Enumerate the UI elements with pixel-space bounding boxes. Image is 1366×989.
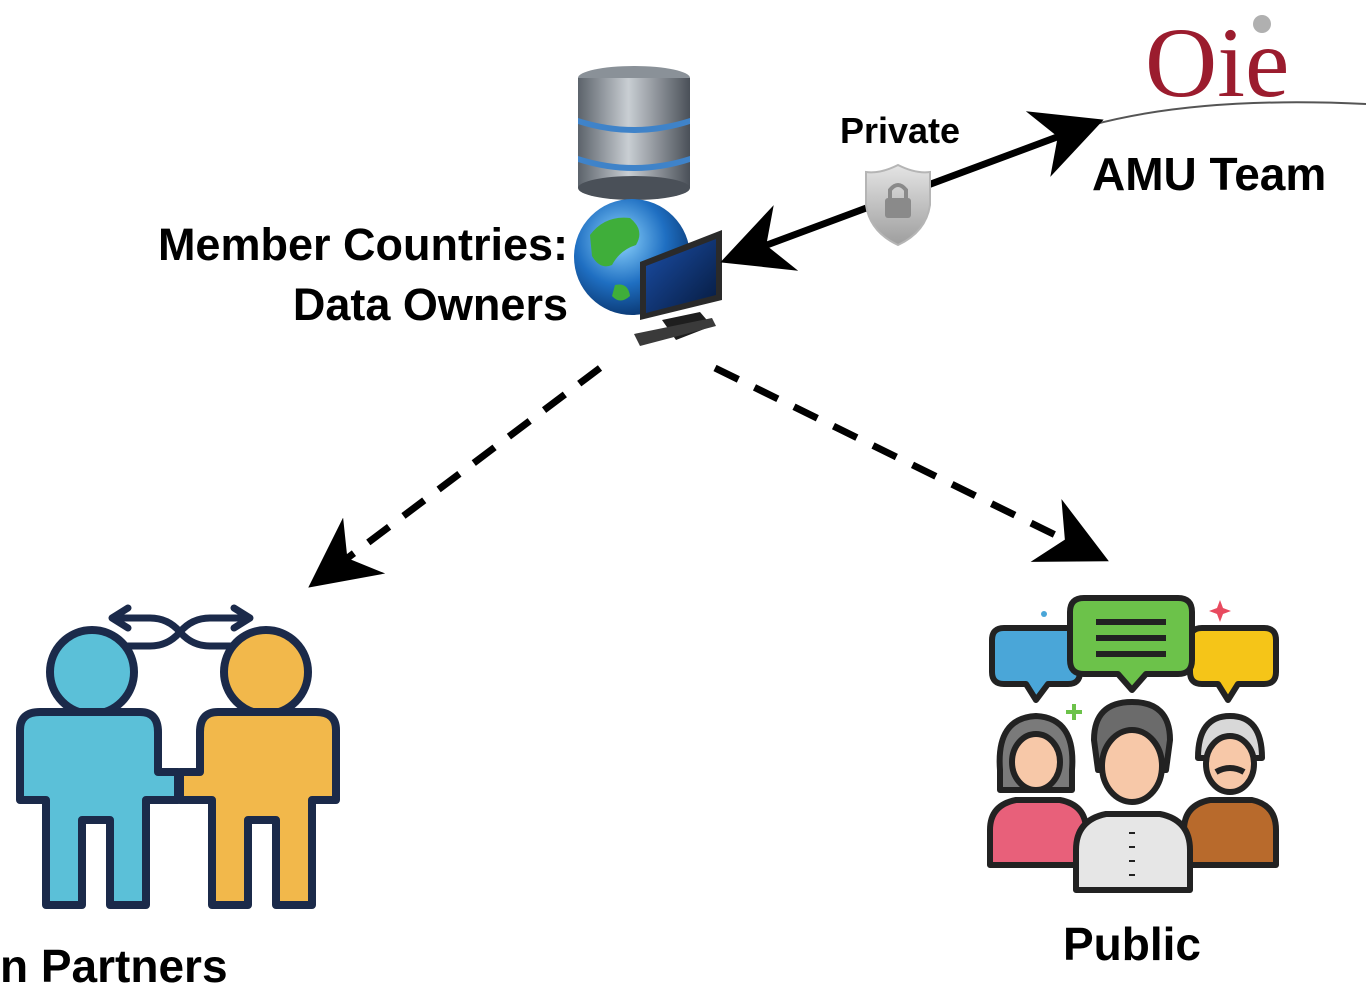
shield-lock-icon	[865, 163, 931, 247]
partners-node[interactable]: n Partners	[0, 604, 340, 989]
member-countries-node[interactable]: Member Countries: Data Owners	[158, 66, 722, 346]
logo-swoosh	[1091, 101, 1366, 126]
partner-body-left	[16, 708, 182, 909]
sparkle-dot	[1041, 611, 1047, 617]
partner-head-left	[46, 626, 138, 718]
partner-body-right	[176, 708, 340, 909]
exchange-arrows-icon	[108, 604, 254, 650]
sparkle-star	[1209, 600, 1231, 622]
logo-globe-dot	[1253, 15, 1271, 33]
public-person-right-body	[1181, 797, 1279, 868]
partner-head-right	[220, 626, 312, 718]
private-link-label: Private	[840, 110, 960, 151]
amu-team-node[interactable]: Oie AMU Team	[1091, 7, 1366, 200]
bubble-blue	[989, 625, 1083, 703]
edge-to-public[interactable]	[713, 364, 1109, 562]
member-countries-label-line1: Member Countries:	[158, 219, 568, 270]
public-node[interactable]: Public	[987, 595, 1279, 970]
sparkle-plus	[1066, 704, 1082, 720]
bubble-yellow	[1187, 625, 1279, 703]
public-person-left-body	[987, 797, 1089, 868]
public-label: Public	[1063, 918, 1201, 970]
database-icon	[578, 66, 690, 200]
amu-team-label: AMU Team	[1092, 148, 1326, 200]
public-crowd-icon	[987, 595, 1279, 893]
partners-label: n Partners	[0, 940, 228, 989]
edge-to-partners[interactable]	[308, 365, 603, 588]
handshake-partners-icon	[16, 604, 340, 909]
monitor-icon	[634, 230, 722, 346]
bubble-green	[1067, 595, 1195, 693]
oie-logo: Oie	[1091, 7, 1366, 126]
public-person-center-body	[1073, 811, 1193, 893]
private-link-edge[interactable]: Private	[720, 110, 1104, 271]
member-countries-label-line2: Data Owners	[293, 279, 568, 330]
